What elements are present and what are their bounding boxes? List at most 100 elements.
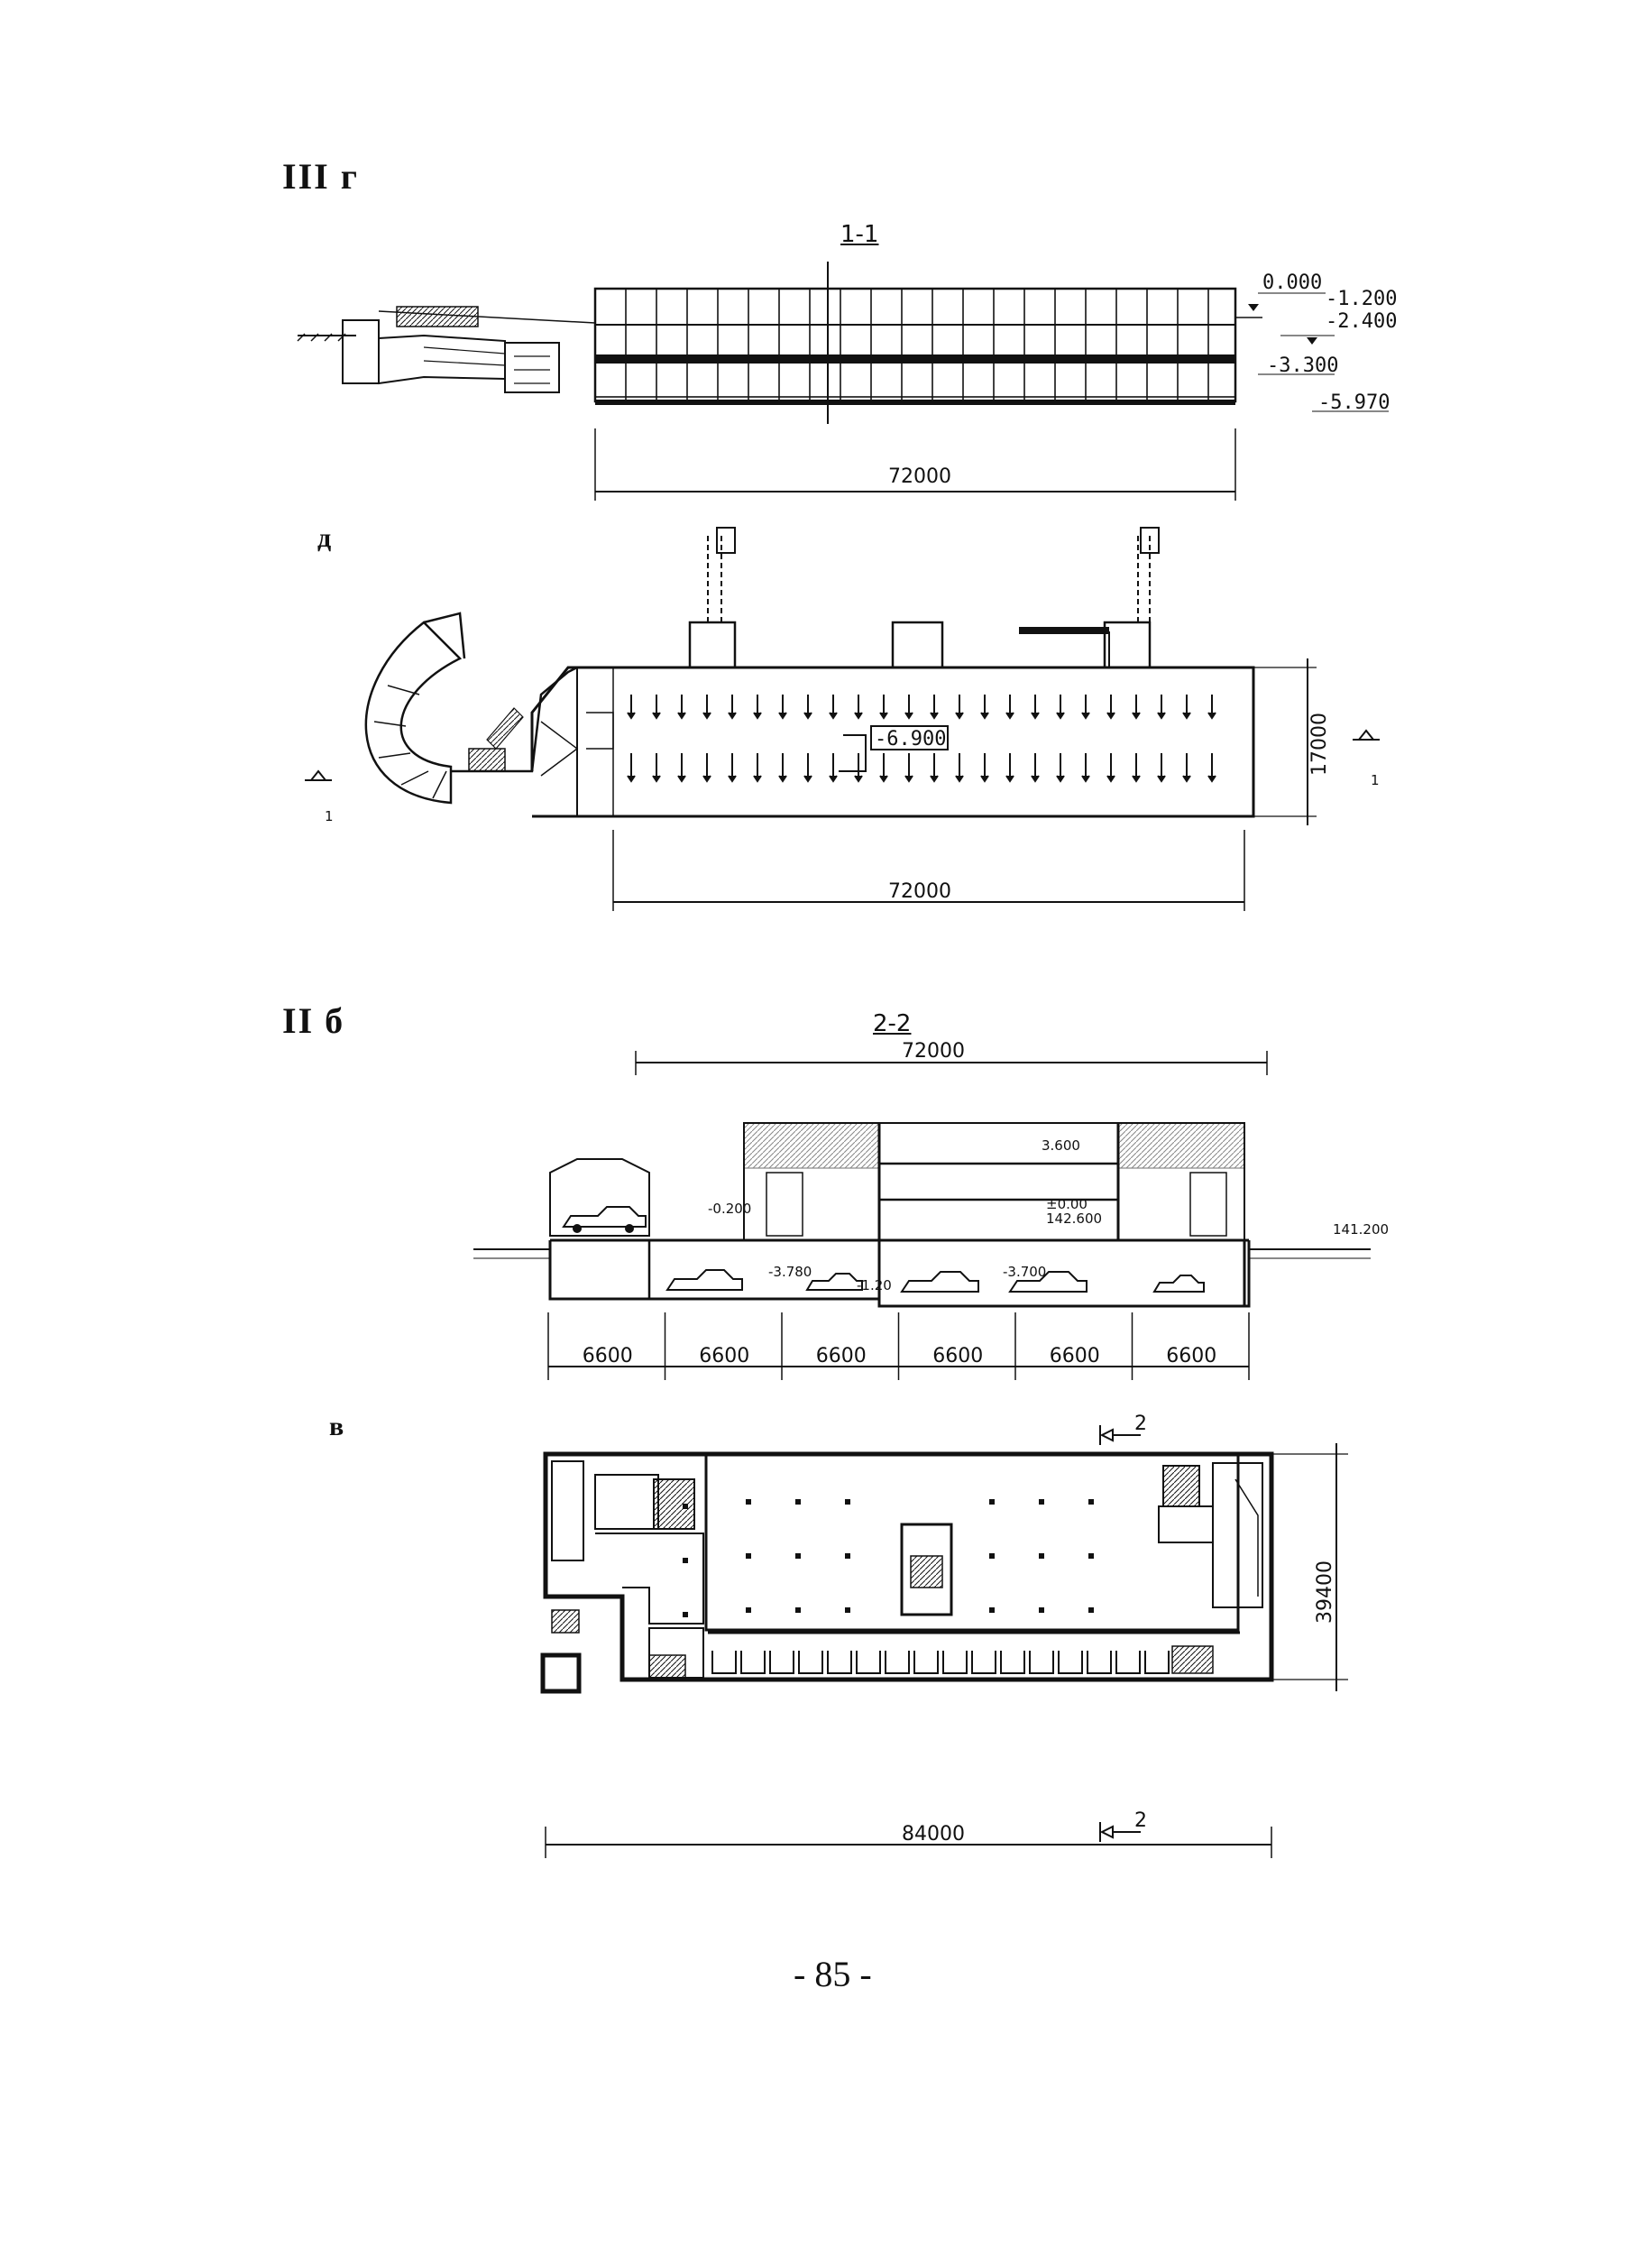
stall-arrow <box>955 775 964 783</box>
section-1-1-title: 1-1 <box>840 221 879 248</box>
column-dot <box>845 1499 850 1505</box>
level-mark: -3.780 <box>768 1264 812 1280</box>
storage-cell <box>1029 1651 1054 1674</box>
stall-arrow <box>980 775 989 783</box>
stall-arrow <box>1132 775 1141 783</box>
stall-arrow <box>1157 712 1166 720</box>
column-dot <box>1039 1553 1044 1559</box>
stall-arrow <box>1056 775 1065 783</box>
stall-arrow <box>1081 712 1090 720</box>
storage-cell <box>769 1651 794 1674</box>
section-header-d: д <box>317 523 334 553</box>
stall-arrow <box>1056 712 1065 720</box>
span-dimension: 6600 <box>583 1345 633 1367</box>
stall-arrow <box>980 712 989 720</box>
stall-arrow <box>904 775 913 783</box>
cut-label-2: 2 <box>1134 1809 1147 1832</box>
column-dot <box>1088 1553 1094 1559</box>
column-dot <box>989 1499 995 1505</box>
stall-arrow <box>677 712 686 720</box>
dimension-84000: 84000 <box>902 1823 965 1846</box>
page-number: - 85 - <box>794 1954 872 1994</box>
stall-arrow <box>677 775 686 783</box>
dimension-72000: 72000 <box>888 465 951 488</box>
storage-cell <box>740 1651 766 1674</box>
section-1-1-drawing: 0.000 -1.200 -2.400 -3.300 -5.970 72000 <box>297 262 1397 501</box>
column-dot <box>683 1612 688 1617</box>
stall-arrow <box>829 712 838 720</box>
stall-arrow <box>753 775 762 783</box>
stall-arrow <box>1031 775 1040 783</box>
column-dot <box>795 1607 801 1613</box>
stall-arrow <box>1106 712 1115 720</box>
storage-cell <box>856 1651 881 1674</box>
level-mark: 141.200 <box>1333 1221 1389 1238</box>
span-dimension: 6600 <box>699 1345 749 1367</box>
level-mark: -1.200 <box>1326 288 1397 310</box>
stall-arrow <box>955 712 964 720</box>
stall-arrow <box>753 712 762 720</box>
level-mark: -3.700 <box>1003 1264 1046 1280</box>
level-mark: -2.400 <box>1326 310 1397 333</box>
stall-arrow <box>1005 712 1014 720</box>
dimension-72000: 72000 <box>888 880 951 903</box>
dimension-72000: 72000 <box>902 1040 965 1063</box>
level-mark: 0.000 <box>1262 272 1322 294</box>
cut-label-2: 2 <box>1134 1413 1147 1435</box>
stall-arrow <box>1207 712 1216 720</box>
stall-arrow <box>652 712 661 720</box>
storage-cell <box>798 1651 823 1674</box>
column-dot <box>746 1553 751 1559</box>
stall-arrow <box>854 712 863 720</box>
plan-d-level: -6.900 <box>875 728 946 750</box>
column-dot <box>989 1607 995 1613</box>
stall-arrow <box>854 775 863 783</box>
level-mark: -5.970 <box>1318 391 1390 414</box>
dimension-39400: 39400 <box>1314 1560 1336 1624</box>
section-header-v: в <box>329 1412 346 1441</box>
storage-cell <box>942 1651 968 1674</box>
stall-arrow <box>1132 712 1141 720</box>
column-dot <box>683 1504 688 1509</box>
section-header-II: II б <box>282 1000 345 1041</box>
stall-arrow <box>778 712 787 720</box>
section-header-III: III г <box>282 156 359 197</box>
column-dot <box>1039 1607 1044 1613</box>
stall-arrow <box>904 712 913 720</box>
column-dot <box>845 1553 850 1559</box>
span-dimension: 6600 <box>1166 1345 1216 1367</box>
stall-arrow <box>728 775 737 783</box>
column-dot <box>1039 1499 1044 1505</box>
level-mark: -3.300 <box>1267 354 1338 377</box>
column-dot <box>845 1607 850 1613</box>
level-mark: ±0.00 <box>1046 1196 1088 1212</box>
stall-arrow <box>702 712 711 720</box>
level-mark: 3.600 <box>1042 1137 1080 1154</box>
storage-cell <box>885 1651 910 1674</box>
stall-arrow <box>879 775 888 783</box>
stall-arrow <box>803 712 812 720</box>
level-mark: -1.20 <box>857 1277 892 1293</box>
storage-cell <box>971 1651 996 1674</box>
storage-cell <box>711 1651 737 1674</box>
stall-arrow <box>1081 775 1090 783</box>
column-dot <box>746 1607 751 1613</box>
stall-arrow <box>829 775 838 783</box>
cut-marker-right: 1 <box>1353 729 1380 788</box>
stall-arrow <box>702 775 711 783</box>
level-mark: 142.600 <box>1046 1210 1102 1227</box>
plan-d-drawing: -6.900 1 1 17000 72000 <box>305 527 1380 911</box>
stall-arrow <box>778 775 787 783</box>
column-dot <box>1088 1499 1094 1505</box>
cut-label-1: 1 <box>325 808 334 824</box>
stall-arrow <box>728 712 737 720</box>
stall-arrow <box>627 775 636 783</box>
stall-arrow <box>930 775 939 783</box>
storage-cell <box>1000 1651 1025 1674</box>
stall-arrow <box>879 712 888 720</box>
column-dot <box>989 1553 995 1559</box>
stall-arrow <box>1005 775 1014 783</box>
column-dot <box>746 1499 751 1505</box>
